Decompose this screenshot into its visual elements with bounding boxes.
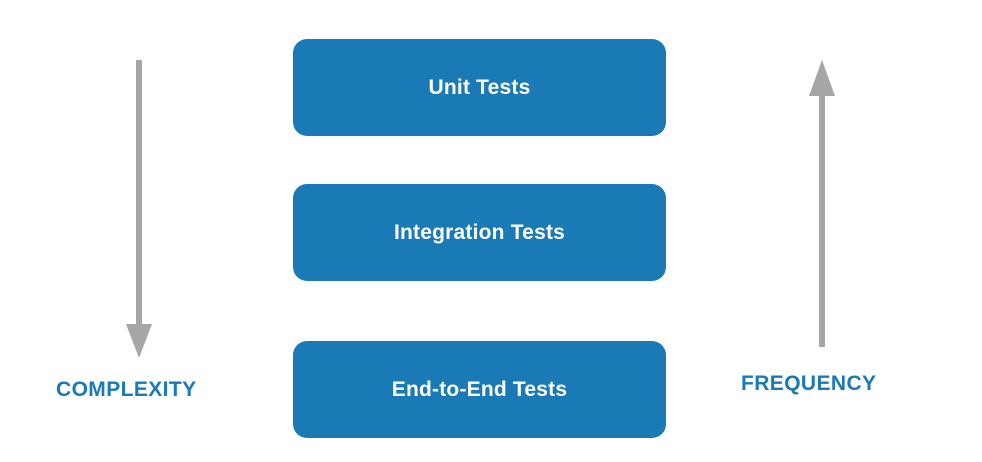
complexity-label: COMPLEXITY [56, 378, 197, 401]
end-to-end-tests-label: End-to-End Tests [391, 377, 568, 401]
complexity-down-arrow-icon [126, 60, 152, 358]
integration-tests-box: Integration Tests [293, 184, 666, 281]
unit-tests-label: Unit Tests [428, 75, 531, 99]
unit-tests-box: Unit Tests [293, 39, 666, 136]
frequency-up-arrow-icon [809, 60, 835, 347]
end-to-end-tests-box: End-to-End Tests [293, 341, 666, 438]
frequency-label: FREQUENCY [741, 372, 877, 395]
integration-tests-label: Integration Tests [393, 220, 566, 244]
